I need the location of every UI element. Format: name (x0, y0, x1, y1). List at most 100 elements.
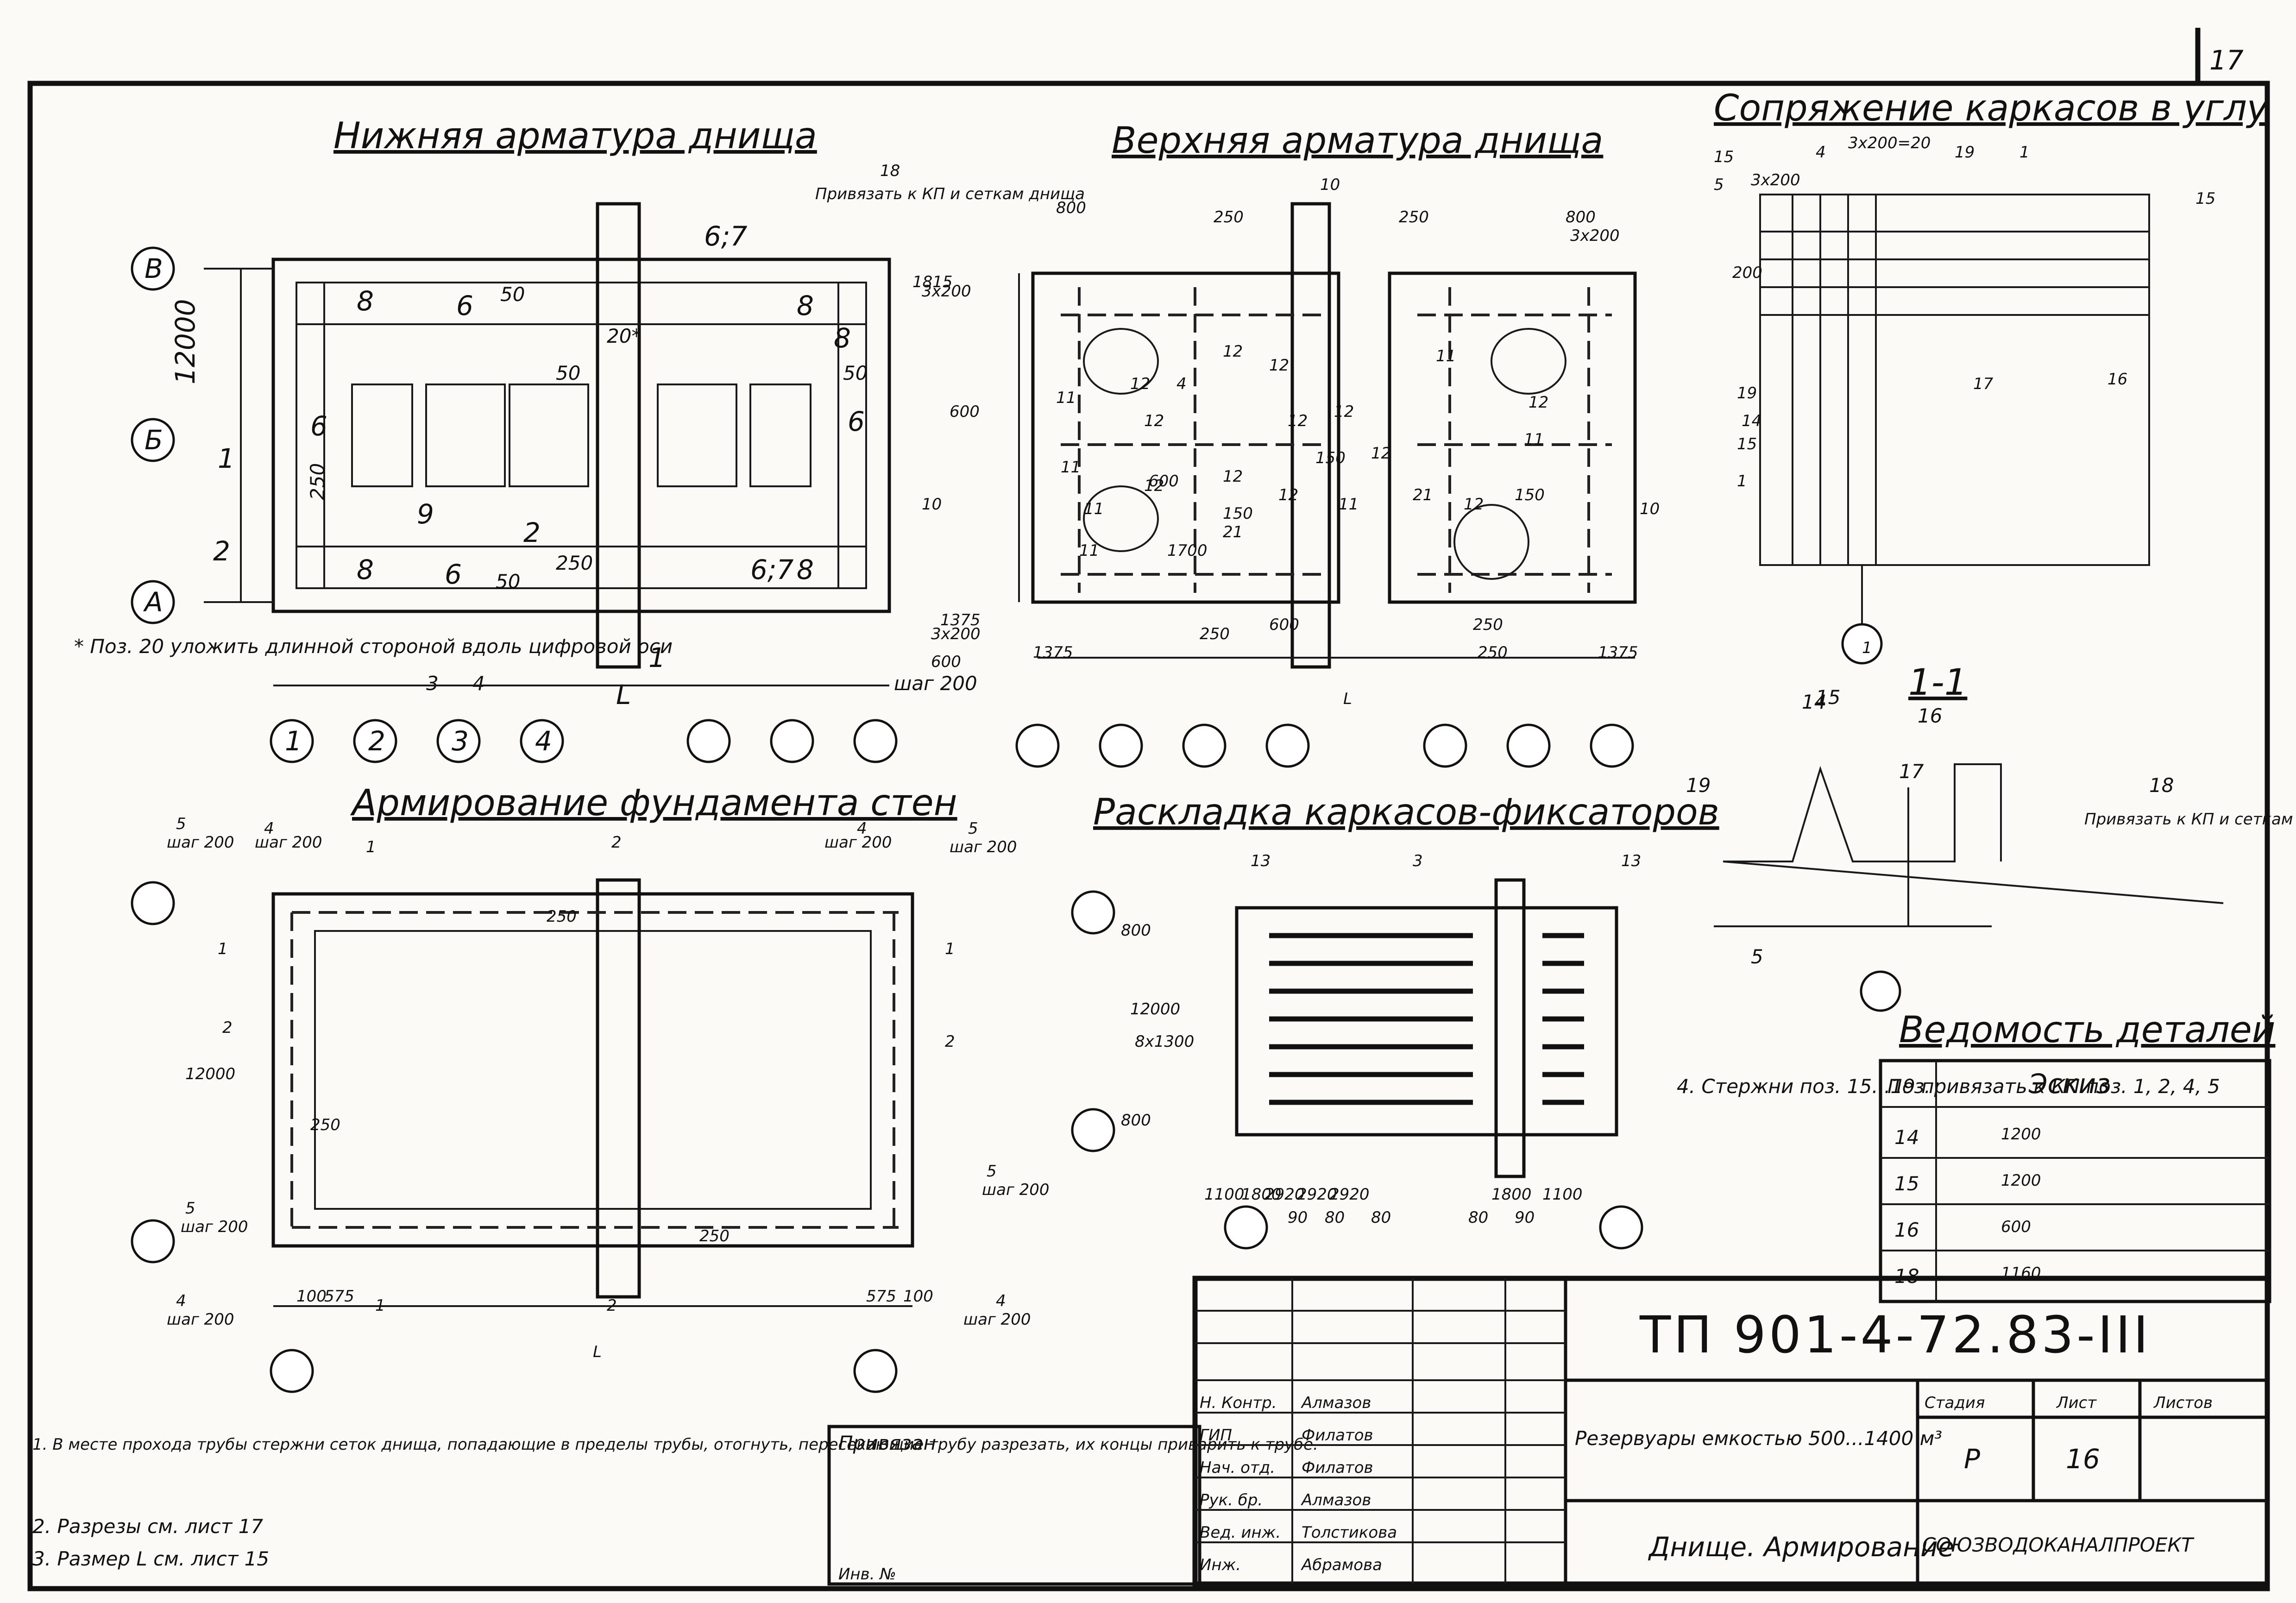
top-mark-24: 11 (1084, 500, 1104, 518)
corner-mark-2: 3x200=20 (1848, 134, 1931, 152)
top-mark-15: 12 (1144, 477, 1164, 495)
bottom-mark-15: 50 (496, 570, 520, 593)
wall-mark-28: 2 (607, 1296, 617, 1315)
axis-number-4: 4 (535, 725, 552, 757)
bottom-mark-19: 3 (426, 672, 439, 695)
top-mark-39: 1375 (1033, 643, 1073, 662)
staff-name-4: Алмазов (1301, 1491, 1371, 1509)
corner-mark-9: 200 (1732, 264, 1762, 282)
staff-role-4: Рук. бр. (1200, 1491, 1263, 1509)
wall-mark-4: шаг 200 (255, 833, 322, 852)
frame-mark-1: 13 (1251, 852, 1271, 870)
wall-mark-31: 4 (996, 1292, 1006, 1310)
bottom-mark-21: 50 (556, 362, 580, 384)
staff-role-2: ГИП (1200, 1426, 1232, 1445)
bottom-mark-25: L (616, 679, 631, 710)
wall-mark-9: 5 (968, 819, 978, 838)
corner-mark-14: 15 (1737, 435, 1757, 453)
bottom-section-mark-2: 2 (213, 535, 230, 567)
wall-foundation-title: Армирование фундамента стен (350, 782, 957, 824)
section-mark-7: 18 (2149, 774, 2174, 797)
top-mark-45: 10 (1640, 500, 1660, 518)
sheets-label: Листов (2153, 1394, 2213, 1412)
top-mark-36: 1375 (940, 611, 981, 629)
bottom-mark-12: 250 (556, 552, 593, 574)
wall-mark-8: шаг 200 (824, 833, 892, 852)
wall-mark-33: L (593, 1343, 602, 1361)
top-mark-27: 12 (1278, 486, 1298, 504)
bottom-footnote: * Поз. 20 уложить длинной стороной вдоль… (74, 635, 673, 658)
section-attach-note: Привязать к КП и сеткам днища (2084, 810, 2296, 829)
note-1: 1. В месте прохода трубы стержни сеток д… (32, 1435, 1318, 1454)
top-pitch-note: шаг 200 (894, 672, 977, 695)
corner-mark-16: 1 (1862, 639, 1872, 657)
wall-mark-19: шаг 200 (181, 1218, 248, 1236)
top-mark-35: 250 (1473, 616, 1503, 634)
top-mark-32: 21 (1413, 486, 1433, 504)
top-mark-30: 12 (1529, 393, 1548, 412)
bottom-mark-10: 9 (417, 498, 434, 530)
sheet-name: Днище. Армирование (1648, 1531, 1954, 1563)
bottom-mark-16: 8 (797, 554, 814, 585)
wall-mark-5: 1 (366, 838, 376, 856)
top-mark-10: 600 (950, 402, 980, 421)
frame-mark-17: 80 (1371, 1208, 1391, 1227)
top-mark-37: 3x200 (931, 625, 981, 643)
schedule-row-1-sketch: 1200 (2001, 1125, 2041, 1144)
staff-role-1: Н. Контр. (1200, 1394, 1277, 1412)
staff-name-6: Абрамова (1301, 1556, 1382, 1574)
wall-mark-32: шаг 200 (963, 1310, 1031, 1329)
frame-layout-view: Раскладка каркасов-фиксаторов 4. Стержни… (1093, 792, 2220, 1178)
top-mark-44: 1375 (1598, 643, 1638, 662)
frame-mark-12: 2920 (1329, 1185, 1370, 1204)
corner-section-title: 1-1 (1908, 662, 1967, 704)
top-mark-48: 1700 (1167, 541, 1208, 560)
binding-label: Привязан (838, 1432, 936, 1454)
bottom-rebar-view: Нижняя арматура днища 6;7 8 6 50 8 8 50 … (74, 115, 891, 710)
top-mark-1: 18 (880, 162, 900, 180)
top-mark-43: 250 (1478, 643, 1508, 662)
organization: СОЮЗВОДОКАНАЛПРОЕКТ (1922, 1534, 2195, 1556)
stage-label: Стадия (1925, 1394, 1985, 1412)
staff-name-1: Алмазов (1301, 1394, 1371, 1412)
top-mark-23: 600 (1149, 472, 1179, 490)
top-mark-29: 12 (1371, 444, 1391, 463)
section-mark-1: 14 (1802, 691, 1826, 713)
sheet-label: Лист (2056, 1394, 2097, 1412)
corner-joint-view: Сопряжение каркасов в углу 1-1 (1714, 88, 2269, 704)
bottom-mark-5: 8 (797, 290, 814, 321)
bottom-mark-17: 6;7 (750, 554, 793, 585)
wall-mark-16: 250 (310, 1116, 340, 1134)
top-mark-13: 12 (1144, 412, 1164, 430)
frame-mark-7: 800 (1121, 1111, 1151, 1130)
top-mark-5: 250 (1399, 208, 1429, 226)
bottom-mark-23: 12000 (170, 299, 201, 384)
frame-mark-19: 90 (1515, 1208, 1535, 1227)
wall-mark-29: 575 (866, 1287, 896, 1306)
top-mark-14: 11 (1061, 458, 1081, 477)
frame-mark-13: 1800 (1491, 1185, 1532, 1204)
top-rebar-title: Верхняя арматура днища (1112, 120, 1603, 162)
wall-mark-21: 5 (987, 1162, 997, 1181)
corner-mark-3: 19 (1955, 143, 1975, 162)
wall-mark-2: шаг 200 (167, 833, 234, 852)
staff-name-3: Филатов (1302, 1458, 1373, 1477)
top-mark-20: 12 (1288, 412, 1308, 430)
top-mark-11: 12 (1130, 375, 1150, 393)
top-mark-38: 600 (931, 653, 961, 671)
drawing-code: ТП 901-4-72.83-III (1639, 1305, 2151, 1364)
bottom-section-mark-1: 1 (218, 443, 235, 474)
frame-mark-10: 2920 (1264, 1185, 1305, 1204)
schedule-row-3-pos: 16 (1894, 1219, 1919, 1241)
corner-mark-11: 16 (2107, 370, 2127, 389)
corner-mark-15: 1 (1737, 472, 1747, 490)
section-mark-5: 19 (1686, 774, 1711, 797)
corner-mark-8: 3x200 (1751, 171, 1800, 189)
frame-mark-3: 13 (1621, 852, 1641, 870)
schedule-row-2-pos: 15 (1894, 1172, 1919, 1195)
bottom-mark-1: 6;7 (704, 220, 747, 252)
corner-mark-5: 15 (1714, 148, 1734, 166)
top-mark-42: 600 (1269, 616, 1299, 634)
top-mark-4: 250 (1214, 208, 1244, 226)
